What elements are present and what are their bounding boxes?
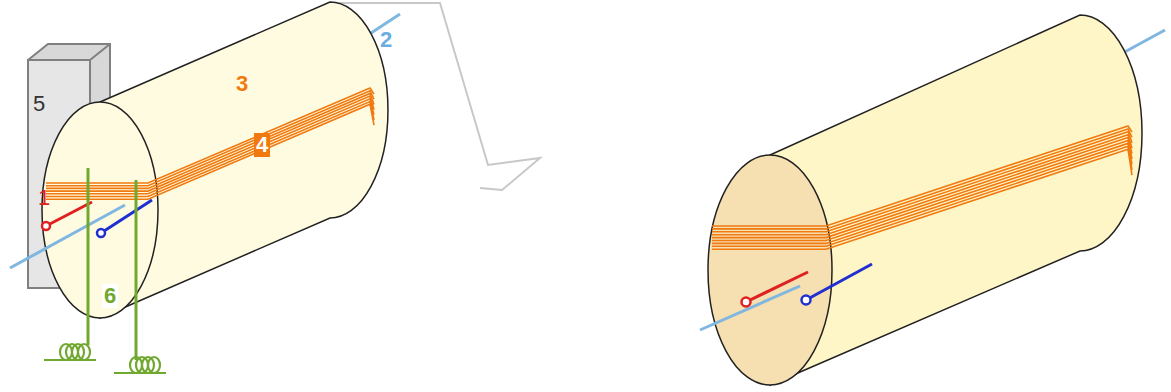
- callout-number: 4: [254, 133, 270, 157]
- terminal-wire: [46, 202, 92, 226]
- terminal-wire: [746, 272, 808, 302]
- coil-turn: [46, 91, 374, 186]
- coil-turn: [712, 135, 1132, 235]
- coil-turn: [46, 93, 374, 188]
- coil-turn: [46, 88, 374, 183]
- coil-former-end: [42, 102, 158, 318]
- terminal-wire: [806, 264, 872, 300]
- terminal: [97, 229, 105, 237]
- terminal: [742, 298, 751, 307]
- spring-wire: [135, 180, 138, 360]
- spring-wire: [87, 168, 90, 345]
- coil-turn: [712, 141, 1132, 241]
- terminal-wire: [101, 200, 152, 233]
- spring-coil: [44, 344, 96, 360]
- coil-turn: [712, 146, 1132, 246]
- callout-number: 1: [36, 186, 52, 210]
- coil-winding: [712, 126, 1132, 249]
- axle: [700, 286, 800, 330]
- spring-anchor: [44, 359, 96, 361]
- spiral-spring: [44, 344, 166, 373]
- callout-number: 3: [234, 72, 250, 96]
- terminal: [42, 222, 50, 230]
- coil-former-end: [708, 155, 832, 385]
- callout-number: 6: [102, 284, 118, 308]
- coil-turn: [46, 99, 374, 194]
- coil-turn: [712, 138, 1132, 238]
- spring-anchor: [114, 372, 166, 374]
- callout-number: 2: [378, 28, 394, 52]
- coil-turn: [46, 104, 374, 199]
- spring-loop: [148, 357, 160, 373]
- spring-loop: [78, 344, 90, 360]
- spring-coil: [114, 357, 166, 373]
- terminal: [802, 296, 811, 305]
- callout-number: 5: [31, 92, 47, 116]
- coil-turn: [46, 102, 374, 197]
- magnet-block-edge: [90, 44, 110, 60]
- coil-winding: [46, 88, 374, 199]
- coil-turn: [46, 96, 374, 191]
- coil-turn: [712, 143, 1132, 243]
- coil-turn: [712, 149, 1132, 249]
